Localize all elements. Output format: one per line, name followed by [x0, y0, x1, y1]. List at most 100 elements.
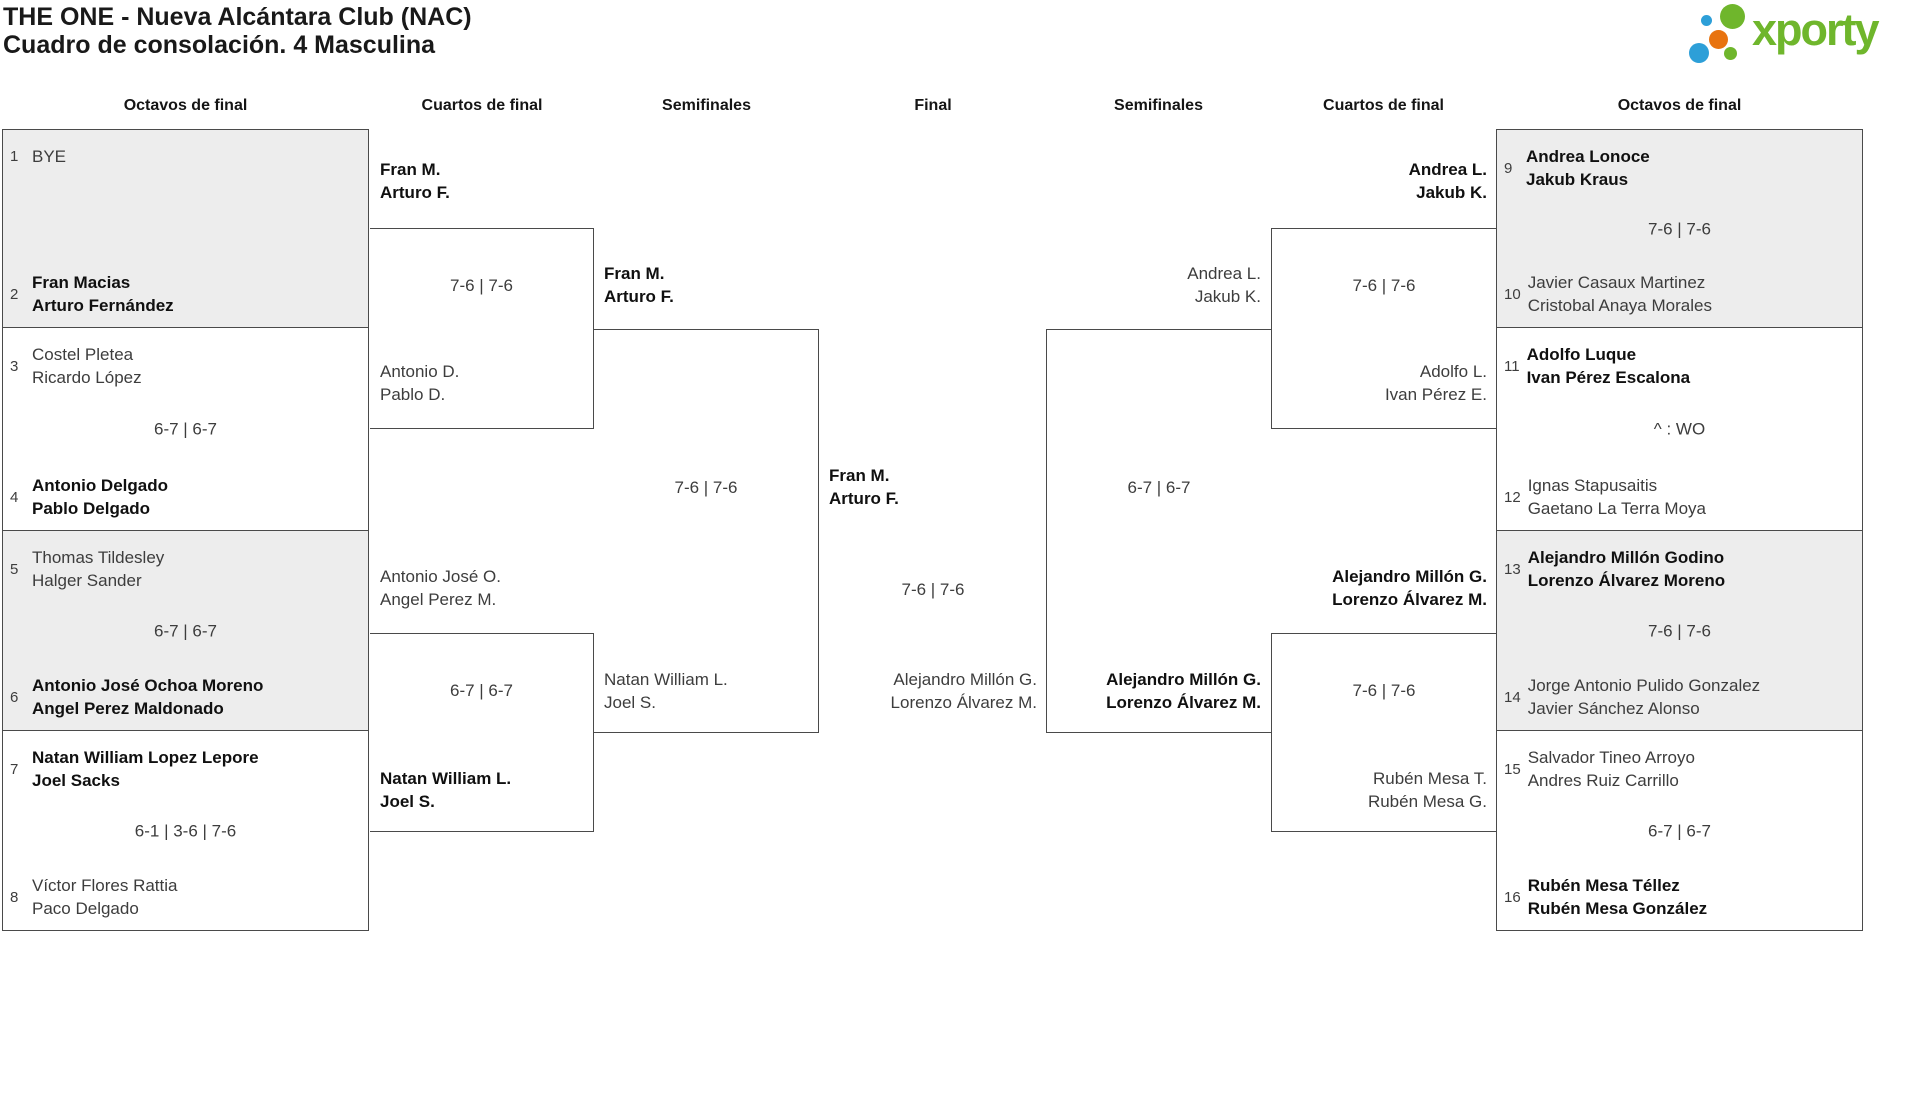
match-box-sf-right: 6-7 | 6-7: [1046, 329, 1271, 733]
match-score: 7-6 | 7-6: [674, 478, 738, 497]
page-title: THE ONE - Nueva Alcántara Club (NAC) Cua…: [3, 3, 472, 59]
team-names: Andrea L.Jakub K.: [1408, 160, 1487, 202]
seed-number: 5: [10, 560, 19, 578]
logo-dot-green-small: [1724, 47, 1737, 60]
round-header-octavos-right: Octavos de final: [1617, 97, 1742, 114]
match-score: 7-6 | 7-6: [449, 276, 513, 295]
match-box-sf-left: 7-6 | 7-6: [594, 329, 819, 733]
seed-number: 8: [10, 888, 19, 906]
logo-dot-green-large: [1720, 4, 1745, 29]
round-header-semis-right: Semifinales: [1114, 97, 1203, 114]
team-names: Andrea L.Jakub K.: [1187, 264, 1261, 306]
team-names: Natan William L.Joel S.: [604, 670, 728, 712]
seed-number: 13: [1504, 560, 1521, 578]
logo-dot-orange: [1709, 30, 1728, 49]
page-title-line2: Cuadro de consolación. 4 Masculina: [3, 31, 436, 59]
round-header-final: Final: [914, 97, 952, 114]
team-names: Fran M.Arturo F.: [604, 264, 674, 306]
logo-dot-blue-small: [1701, 15, 1712, 26]
page-title-line1: THE ONE - Nueva Alcántara Club (NAC): [3, 3, 472, 31]
match-score: 7-6 | 7-6: [1352, 681, 1416, 700]
seed-number: 4: [10, 488, 19, 506]
seed-number: 15: [1504, 760, 1521, 778]
match-box-qf-right-2: 7-6 | 7-6: [1271, 633, 1496, 832]
match-score: 6-7 | 6-7: [1127, 478, 1191, 497]
match-score: 6-7 | 6-7: [1647, 821, 1711, 840]
final-score: 7-6 | 7-6: [901, 580, 965, 599]
seed-number: 7: [10, 760, 19, 778]
seed-number: 10: [1504, 285, 1521, 303]
team-names: Fran M.Arturo F.: [380, 160, 450, 202]
team-names: Rubén Mesa T.Rubén Mesa G.: [1367, 769, 1487, 811]
team-names-final-runnerup: Alejandro Millón G.Lorenzo Álvarez M.: [890, 670, 1037, 712]
seed-number: 12: [1504, 488, 1521, 506]
team-names: BYE: [32, 147, 67, 166]
match-score: 6-1 | 3-6 | 7-6: [134, 821, 237, 840]
match-score: 6-7 | 6-7: [449, 681, 513, 700]
round-header-octavos-left: Octavos de final: [123, 97, 248, 114]
team-names: Antonio José O.Angel Perez M.: [380, 567, 501, 609]
seed-number: 6: [10, 688, 19, 706]
seed-number: 16: [1504, 888, 1521, 906]
match-score: 6-7 | 6-7: [153, 621, 217, 640]
team-names-final-winner: Fran M.Arturo F.: [829, 466, 899, 508]
match-score: 7-6 | 7-6: [1647, 219, 1711, 238]
match-box-qf-right-1: 7-6 | 7-6: [1271, 228, 1496, 429]
team-names: Alejandro Millón G.Lorenzo Álvarez M.: [1106, 670, 1261, 712]
seed-number: 1: [10, 148, 19, 165]
seed-number: 3: [10, 357, 19, 375]
match-score: ^ : WO: [1653, 419, 1706, 439]
team-entry: 1 BYE: [10, 145, 362, 168]
match-score: 7-6 | 7-6: [1647, 621, 1711, 640]
logo-dot-blue-large: [1689, 43, 1709, 63]
seed-number: 11: [1504, 357, 1520, 375]
logo-wordmark: xporty: [1752, 4, 1880, 55]
match-box-qf-left-1: 7-6 | 7-6: [370, 228, 594, 429]
team-names: Alejandro Millón G.Lorenzo Álvarez M.: [1332, 567, 1487, 609]
match-score: 6-7 | 6-7: [153, 419, 217, 439]
team-names: Adolfo L.Ivan Pérez E.: [1384, 362, 1487, 404]
round-header-cuartos-left: Cuartos de final: [421, 97, 543, 114]
team-names: Antonio D.Pablo D.: [380, 362, 460, 404]
seed-number: 9: [1504, 159, 1513, 177]
team-names: Natan William L.Joel S.: [380, 769, 512, 811]
seed-number: 14: [1504, 688, 1521, 706]
